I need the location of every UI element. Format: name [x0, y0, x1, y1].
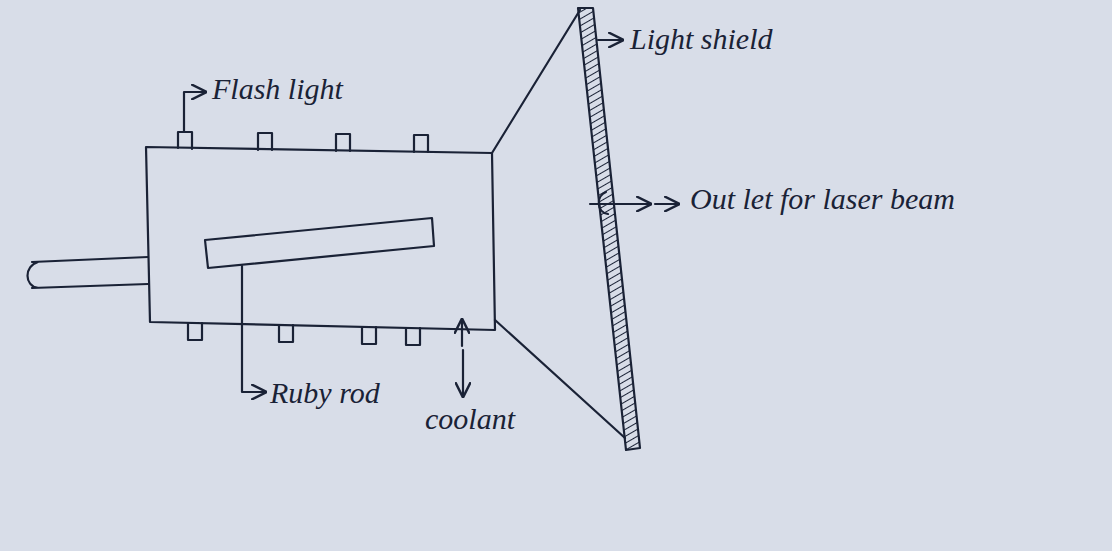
- leader-line: [184, 92, 205, 131]
- laser-beam-arrow: [590, 203, 650, 205]
- part-label: Flash light: [212, 70, 432, 108]
- coolant-pipe: [28, 257, 149, 288]
- ruby-rod: [205, 218, 434, 268]
- leader-line: [462, 350, 464, 396]
- flash-lamps: [188, 323, 420, 345]
- laser-housing: [146, 147, 495, 330]
- part-label: Light shield: [630, 20, 850, 58]
- leader-line: [242, 266, 265, 392]
- leader-line: [655, 203, 678, 205]
- part-label: Out let for laser beam: [690, 180, 1112, 218]
- flash-lamps: [178, 132, 428, 152]
- leader-line: [598, 39, 622, 41]
- part-label: Ruby rod: [270, 374, 380, 412]
- light-shield: [578, 8, 640, 450]
- part-label: coolant: [425, 400, 585, 438]
- coolant-arrow: [461, 320, 463, 346]
